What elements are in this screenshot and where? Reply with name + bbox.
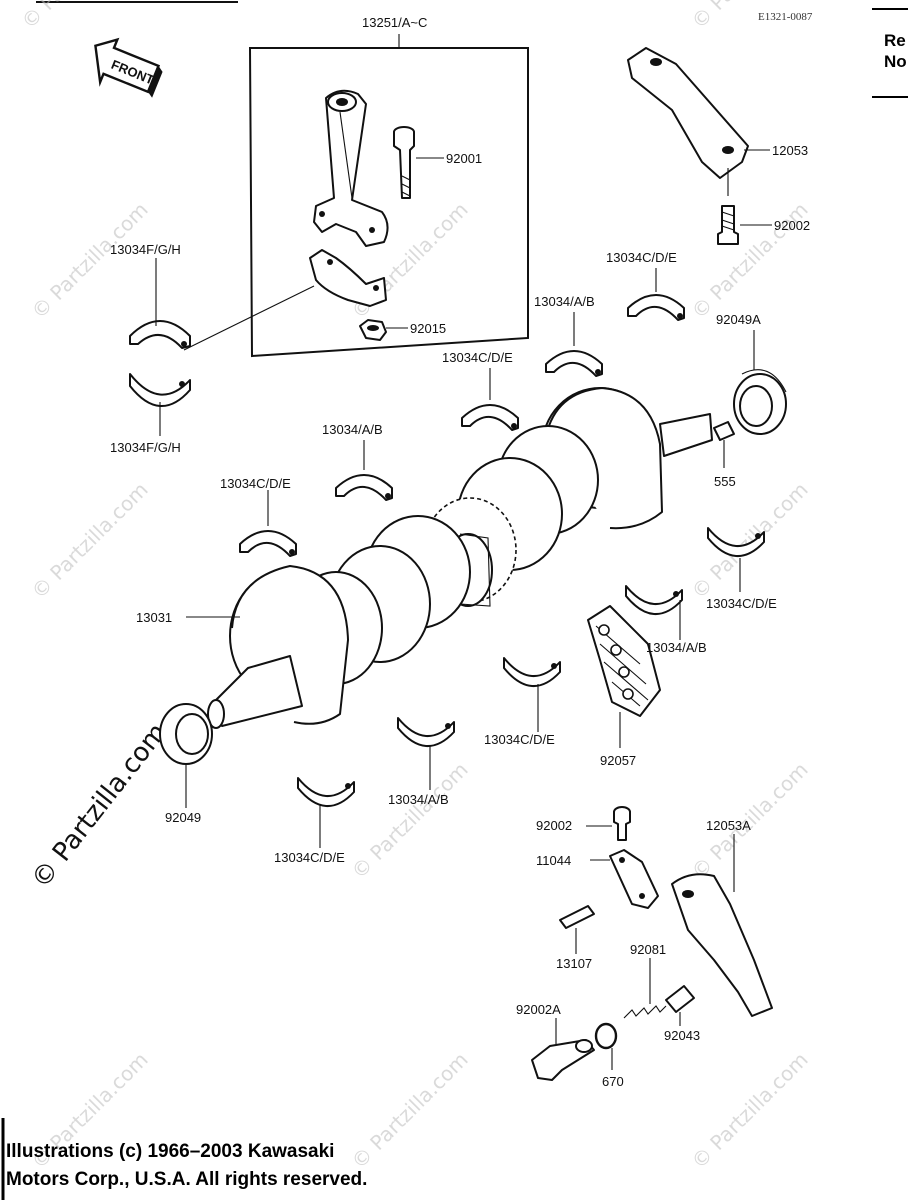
pin-92043 bbox=[665, 985, 695, 1013]
nut-92015 bbox=[359, 319, 387, 341]
label-13031: 13031 bbox=[136, 610, 172, 625]
copyright-line1: Illustrations (c) 1966–2003 Kawasaki bbox=[6, 1141, 335, 1162]
label-92043: 92043 bbox=[664, 1028, 700, 1043]
label-conrod-set: 13251/A~C bbox=[362, 15, 427, 30]
bracket-11044 bbox=[609, 849, 659, 909]
label-13034ab-2: 13034/A/B bbox=[322, 422, 383, 437]
side-label-line2: No bbox=[884, 52, 907, 71]
watermark: © Partzilla.com bbox=[17, 0, 143, 34]
label-11044: 11044 bbox=[536, 853, 571, 868]
watermark: © Partzilla.com bbox=[27, 197, 153, 323]
pin-555 bbox=[713, 421, 735, 441]
watermark: © Partzilla.com bbox=[687, 1047, 813, 1173]
label-92049: 92049 bbox=[165, 810, 201, 825]
pin-13107 bbox=[559, 905, 595, 929]
watermark: © Partzilla.com bbox=[687, 477, 813, 603]
label-13034ab-1: 13034/A/B bbox=[534, 294, 595, 309]
label-670: 670 bbox=[602, 1074, 624, 1089]
label-13034ab-3: 13034/A/B bbox=[646, 640, 707, 655]
watermark: © Partzilla.com bbox=[687, 197, 813, 323]
conrod-group-box bbox=[248, 34, 529, 358]
label-13107: 13107 bbox=[556, 956, 592, 971]
side-rule-bottom bbox=[872, 96, 908, 98]
label-92015: 92015 bbox=[410, 321, 446, 336]
plug-92002A bbox=[531, 1039, 595, 1081]
bolt-92002-top bbox=[717, 205, 739, 245]
watermark: © Partzilla.com bbox=[347, 757, 473, 883]
label-13034cde-5: 13034C/D/E bbox=[484, 732, 555, 747]
label-13034cde-2: 13034C/D/E bbox=[442, 350, 513, 365]
arm-12053A bbox=[671, 873, 773, 1017]
arm-12053 bbox=[627, 47, 749, 179]
label-555: 555 bbox=[714, 474, 736, 489]
bearing-shells bbox=[129, 294, 765, 808]
label-92002A: 92002A bbox=[516, 1002, 561, 1017]
label-13034cde-1: 13034C/D/E bbox=[606, 250, 677, 265]
part-labels: 13251/A~C 92001 92015 12053 92002 13034F… bbox=[110, 15, 810, 1089]
label-13034fgh-top: 13034F/G/H bbox=[110, 242, 181, 257]
front-arrow: FRONT bbox=[94, 37, 163, 98]
spring-92081 bbox=[623, 1005, 667, 1019]
seal-92049 bbox=[159, 703, 213, 765]
label-13034cde-4: 13034C/D/E bbox=[706, 596, 777, 611]
label-13034cde-6: 13034C/D/E bbox=[274, 850, 345, 865]
watermark: © Partzilla.com bbox=[27, 477, 153, 603]
seal-92049A bbox=[733, 369, 787, 435]
side-label-line1: Re bbox=[884, 31, 906, 50]
diagram-code: E1321-0087 bbox=[758, 11, 813, 23]
conrod-cap bbox=[309, 249, 387, 307]
side-label: Re No bbox=[884, 30, 908, 72]
bolt-92002-bottom bbox=[613, 806, 631, 841]
label-13034cde-3: 13034C/D/E bbox=[220, 476, 291, 491]
copyright-line2: Motors Corp., U.S.A. All rights reserved… bbox=[6, 1169, 368, 1190]
chain-92057 bbox=[587, 605, 661, 717]
bolt-92001 bbox=[393, 126, 415, 199]
label-92081: 92081 bbox=[630, 942, 666, 957]
label-92057: 92057 bbox=[600, 753, 636, 768]
leader-lines bbox=[155, 149, 772, 1070]
label-92002-top: 92002 bbox=[774, 218, 810, 233]
copyright-notice: Illustrations (c) 1966–2003 Kawasaki Mot… bbox=[6, 1138, 367, 1194]
crankshaft-13031 bbox=[207, 387, 713, 729]
label-92002-bottom: 92002 bbox=[536, 818, 572, 833]
side-rule-top bbox=[872, 8, 908, 10]
watermark: © Partzilla.com bbox=[26, 718, 173, 895]
connecting-rod bbox=[313, 89, 389, 247]
label-12053: 12053 bbox=[772, 143, 808, 158]
label-13034fgh-bottom: 13034F/G/H bbox=[110, 440, 181, 455]
label-92001: 92001 bbox=[446, 151, 482, 166]
label-13034ab-4: 13034/A/B bbox=[388, 792, 449, 807]
oring-670 bbox=[594, 1022, 618, 1050]
label-92049A: 92049A bbox=[716, 312, 761, 327]
label-12053A: 12053A bbox=[706, 818, 751, 833]
